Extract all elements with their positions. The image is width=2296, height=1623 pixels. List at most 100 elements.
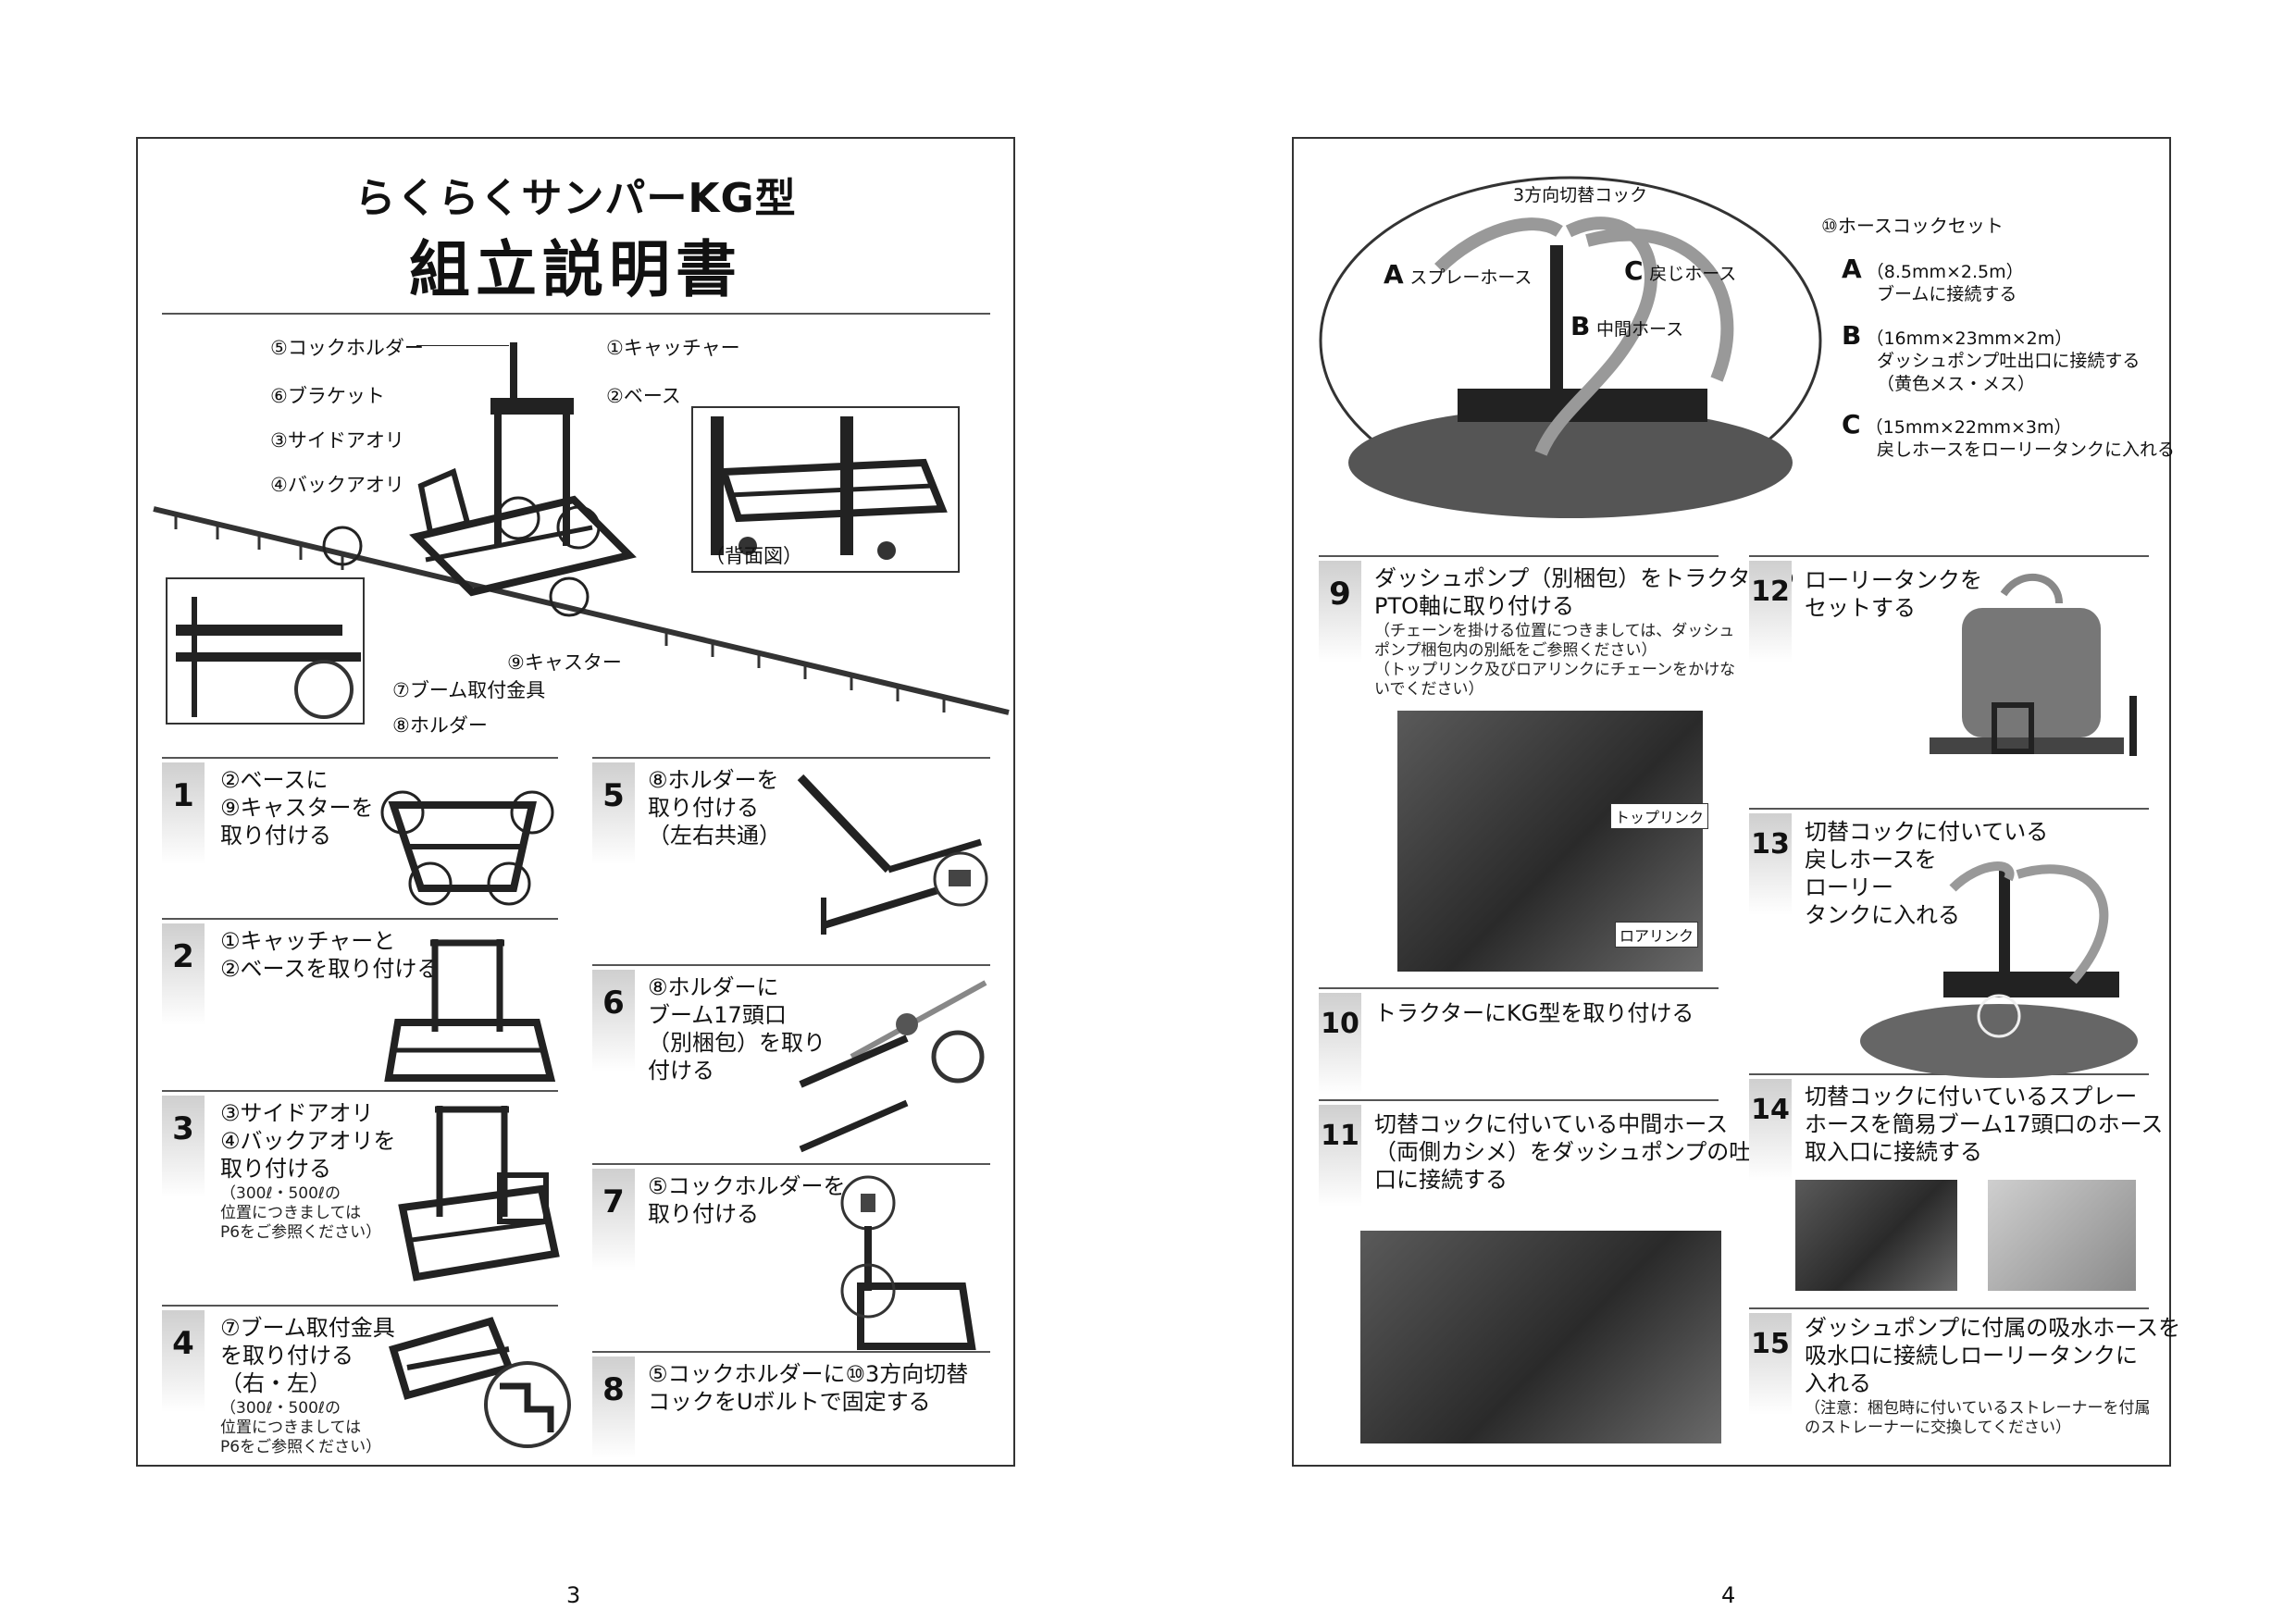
assembly-diagram bbox=[153, 342, 1010, 715]
hose-letter-a: A bbox=[1842, 254, 1862, 284]
step-text-12: ローリータンクを セットする bbox=[1805, 567, 1982, 621]
rule-step7 bbox=[592, 1163, 990, 1165]
step-number-13: 13 bbox=[1749, 813, 1792, 915]
step-text-6: ⑧ホルダーに ブーム17頭口 （別梱包）を取り 付ける bbox=[648, 974, 825, 1084]
hose-desc-a: ブームに接続する bbox=[1877, 284, 2017, 304]
text-return-hose: 戻じホース bbox=[1649, 264, 1737, 284]
step-number-2: 2 bbox=[162, 923, 205, 1025]
hose-desc-b: ダッシュポンプ吐出口に接続する （黄色メス・メス） bbox=[1877, 351, 2141, 394]
label-cock-holder: ⑤コックホルダー bbox=[270, 337, 424, 359]
step-number-8: 8 bbox=[592, 1357, 635, 1458]
step-number-3: 3 bbox=[162, 1096, 205, 1197]
step7-illustration bbox=[840, 1175, 976, 1350]
hose-cock-diagram bbox=[1319, 176, 1822, 518]
rule-step10 bbox=[1319, 987, 1719, 989]
hose-letter-c: C bbox=[1842, 409, 1861, 440]
letter-a: A bbox=[1384, 259, 1404, 290]
label-side-aori: ③サイドアオリ bbox=[270, 429, 404, 452]
label-a-spray-hose: A スプレーホース bbox=[1384, 259, 1532, 290]
step-number-6: 6 bbox=[592, 970, 635, 1072]
rule-step11 bbox=[1319, 1099, 1719, 1101]
step-note-3: （300ℓ・500ℓの 位置につきましては P6をご参照ください） bbox=[220, 1184, 382, 1242]
step-number-5: 5 bbox=[592, 762, 635, 864]
step-number-12: 12 bbox=[1749, 561, 1792, 663]
step-number-14: 14 bbox=[1749, 1079, 1792, 1181]
rule-step4 bbox=[162, 1305, 558, 1307]
step-text-2: ①キャッチャーと ②ベースを取り付ける bbox=[220, 928, 440, 982]
step-text-4: ⑦ブーム取付金具 を取り付ける （右・左） bbox=[220, 1315, 395, 1396]
hose-item-a: A （8.5mm×2.5m） bbox=[1842, 254, 2024, 284]
step-number-1: 1 bbox=[162, 762, 205, 864]
rule-step15 bbox=[1749, 1307, 2149, 1309]
step-text-3: ③サイドアオリ ④バックアオリを 取り付ける bbox=[220, 1100, 396, 1182]
step-number-10: 10 bbox=[1319, 993, 1361, 1095]
label-3way-cock: 3方向切替コック bbox=[1513, 185, 1648, 205]
rule-step6 bbox=[592, 964, 990, 966]
step-number-9: 9 bbox=[1319, 561, 1361, 663]
photo-pump-outlet bbox=[1360, 1231, 1721, 1443]
label-base: ②ベース bbox=[606, 385, 681, 407]
rule-step2 bbox=[162, 918, 558, 920]
tag-top-link: トップリンク bbox=[1610, 803, 1709, 829]
step-text-11: 切替コックに付いている中間ホース （両側カシメ）をダッシュポンプの吐出 口に接続… bbox=[1374, 1111, 1774, 1193]
page-number-right: 4 bbox=[1721, 1582, 1736, 1608]
step1-illustration bbox=[380, 790, 554, 906]
step2-illustration bbox=[384, 939, 556, 1082]
step-text-8: ⑤コックホルダーに⑩3方向切替 コックをUボルトで固定する bbox=[648, 1361, 969, 1415]
hose-spec-a: （8.5mm×2.5m） bbox=[1866, 262, 2024, 282]
step12-tank-illustration bbox=[1930, 574, 2137, 756]
step-text-9: ダッシュポンプ（別梱包）をトラクターの PTO軸に取り付ける bbox=[1374, 565, 1795, 619]
rule-step12 bbox=[1749, 555, 2149, 557]
hose-desc-c: 戻しホースをローリータンクに入れる bbox=[1877, 440, 2176, 460]
label-b-middle-hose: B 中間ホース bbox=[1570, 311, 1683, 341]
step13-illustration bbox=[1860, 861, 2138, 1078]
step-text-10: トラクターにKG型を取り付ける bbox=[1374, 1000, 1694, 1026]
label-holder: ⑧ホルダー bbox=[392, 714, 488, 737]
rule-step3 bbox=[162, 1090, 558, 1092]
back-view-inset bbox=[691, 406, 960, 573]
step-text-13: 切替コックに付いている 戻しホースを ローリー タンクに入れる bbox=[1805, 819, 2049, 928]
label-bracket: ⑥ブラケット bbox=[270, 385, 385, 407]
photo-boom-inlet-left bbox=[1795, 1180, 1957, 1291]
label-back-view: （背面図） bbox=[705, 545, 802, 567]
label-c-return-hose: C 戻じホース bbox=[1624, 255, 1736, 286]
hose-set-title: ⑩ホースコックセット bbox=[1821, 215, 2004, 237]
rule-step9 bbox=[1319, 555, 1719, 557]
rule-step1 bbox=[162, 757, 558, 759]
step5-illustration bbox=[797, 774, 988, 935]
hose-item-c: C （15mm×22mm×3m） bbox=[1842, 409, 2071, 440]
step-number-11: 11 bbox=[1319, 1105, 1361, 1207]
step-text-15: ダッシュポンプに付属の吸水ホースを 吸水口に接続しローリータンクに 入れる bbox=[1805, 1315, 2181, 1396]
photo-boom-inlet-right bbox=[1988, 1180, 2136, 1291]
letter-b: B bbox=[1570, 311, 1591, 341]
rule-step13 bbox=[1749, 808, 2149, 810]
step-note-4: （300ℓ・500ℓの 位置につきましては P6をご参照ください） bbox=[220, 1399, 382, 1456]
boom-fitting-inset bbox=[166, 577, 365, 725]
title-rule bbox=[162, 313, 990, 315]
step-note-15: （注意：梱包時に付いているストレーナーを付属 のストレーナーに交換してください） bbox=[1805, 1399, 2151, 1437]
page-number-left: 3 bbox=[566, 1582, 581, 1608]
label-caster: ⑨キャスター bbox=[507, 651, 622, 674]
step3-illustration bbox=[398, 1106, 560, 1282]
label-catcher: ①キャッチャー bbox=[606, 337, 740, 359]
step-note-9: （チェーンを掛ける位置につきましては、ダッシュ ポンプ梱包内の別紙をご参照くださ… bbox=[1374, 622, 1736, 699]
title-product: らくらくサンパーKG型 bbox=[354, 175, 797, 222]
step6-illustration bbox=[799, 980, 987, 1153]
hose-spec-b: （16mm×23mm×2m） bbox=[1866, 328, 2073, 349]
hose-letter-b: B bbox=[1842, 320, 1862, 351]
step-number-4: 4 bbox=[162, 1310, 205, 1412]
letter-c: C bbox=[1624, 255, 1644, 286]
rule-step8 bbox=[592, 1351, 990, 1353]
step-text-5: ⑧ホルダーを 取り付ける （左右共通） bbox=[648, 767, 781, 849]
hose-item-b: B （16mm×23mm×2m） bbox=[1842, 320, 2072, 351]
text-middle-hose: 中間ホース bbox=[1596, 319, 1684, 340]
text-spray-hose: スプレーホース bbox=[1409, 267, 1533, 288]
title-manual: 組立説明書 bbox=[409, 234, 742, 305]
rule-step5 bbox=[592, 757, 990, 759]
label-back-aori: ④バックアオリ bbox=[270, 474, 404, 496]
leader-cock-holder bbox=[416, 345, 509, 346]
tag-lower-link: ロアリンク bbox=[1615, 922, 1699, 948]
hose-spec-c: （15mm×22mm×3m） bbox=[1865, 417, 2072, 438]
step-text-14: 切替コックに付いているスプレー ホースを簡易ブーム17頭口のホース 取入口に接続… bbox=[1805, 1084, 2164, 1165]
label-boom-fitting: ⑦ブーム取付金具 bbox=[392, 679, 546, 701]
